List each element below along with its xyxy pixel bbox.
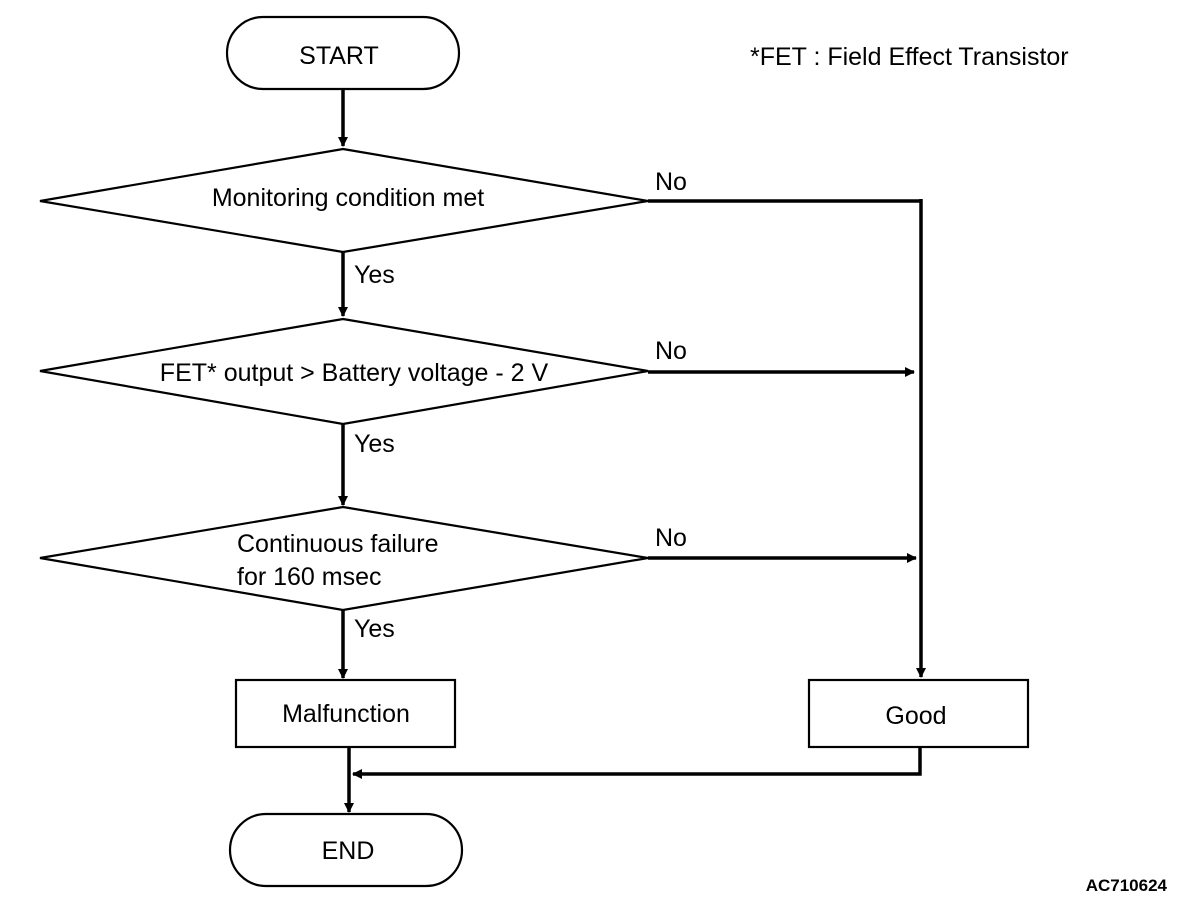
branch-label-d3-yes: Yes xyxy=(354,615,395,643)
end-terminal: END xyxy=(228,812,464,888)
decision-monitoring-condition: Monitoring condition met xyxy=(39,147,649,254)
good-label: Good xyxy=(885,702,946,730)
branch-label-d1-no: No xyxy=(655,168,687,196)
decision-fet-output: FET* output > Battery voltage - 2 V xyxy=(39,317,649,426)
decision-2-label: FET* output > Battery voltage - 2 V xyxy=(160,359,549,387)
branch-label-d2-yes: Yes xyxy=(354,430,395,458)
decision-1-label: Monitoring condition met xyxy=(212,184,484,212)
start-terminal: START xyxy=(225,15,461,91)
branch-label-d1-yes: Yes xyxy=(354,261,395,289)
figure-code: AC710624 xyxy=(1086,876,1168,895)
decision-3-label-line-1: Continuous failure xyxy=(237,530,439,558)
good-box: Good xyxy=(807,678,1030,749)
fet-footnote: *FET : Field Effect Transistor xyxy=(750,43,1069,71)
malfunction-box: Malfunction xyxy=(234,678,457,749)
decision-3-label-line-2: for 160 msec xyxy=(237,563,382,591)
end-label: END xyxy=(322,837,375,865)
malfunction-label: Malfunction xyxy=(282,700,410,728)
branch-label-d3-no: No xyxy=(655,524,687,552)
decision-continuous-failure: Continuous failure for 160 msec xyxy=(39,505,649,612)
connector-good-to-merge xyxy=(352,748,922,779)
branch-label-d2-no: No xyxy=(655,337,687,365)
start-label: START xyxy=(299,42,379,70)
